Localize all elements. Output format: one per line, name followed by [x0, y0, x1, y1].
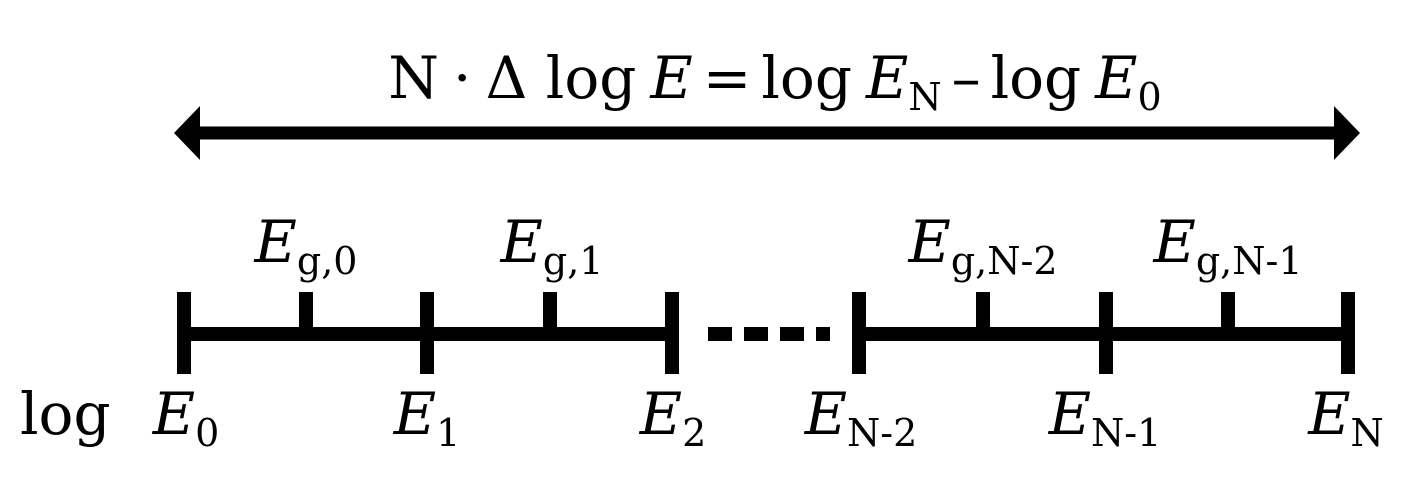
label-sub: g,0 — [297, 239, 358, 283]
eq-log-a: log — [761, 44, 852, 112]
group-center-label: Eg,N-1 — [1152, 208, 1302, 283]
label-base: E — [1307, 380, 1350, 448]
eq-sub-a: N — [908, 75, 941, 119]
arrow-head-right — [1334, 106, 1360, 160]
label-base: E — [907, 208, 950, 276]
eq-delta-log: Δ log — [485, 44, 636, 112]
eq-log-b: log — [991, 44, 1082, 112]
range-arrow — [174, 106, 1360, 160]
label-sub: N-1 — [1091, 411, 1161, 455]
eq-e-a: E — [865, 44, 908, 112]
label-sub: 1 — [436, 411, 460, 455]
label-base: E — [639, 380, 682, 448]
label-base: E — [804, 380, 847, 448]
label-sub: g,1 — [543, 239, 604, 283]
boundary-label: E1 — [393, 380, 461, 455]
boundary-label: EN-2 — [804, 380, 918, 455]
eq-equals: = — [703, 44, 752, 112]
eq-dot: · — [453, 44, 471, 112]
label-sub: N-2 — [847, 411, 917, 455]
boundary-label: E0 — [152, 380, 220, 455]
label-base: E — [254, 208, 297, 276]
label-base: E — [1152, 208, 1195, 276]
eq-sub-b: 0 — [1138, 75, 1162, 119]
group-center-ticks — [299, 292, 1235, 334]
group-center-label: Eg,0 — [254, 208, 358, 283]
eq-e: E — [649, 44, 692, 112]
label-sub: 0 — [195, 411, 219, 455]
boundary-labels: E0 E1 E2 EN-2 EN-1 EN — [152, 380, 1384, 455]
label-sub: g,N-1 — [1196, 239, 1303, 283]
eq-e-b: E — [1094, 44, 1137, 112]
group-center-labels: Eg,0 Eg,1 Eg,N-2 Eg,N-1 — [254, 208, 1303, 283]
label-base: E — [500, 208, 543, 276]
boundary-ticks — [177, 292, 1355, 374]
eq-minus: – — [952, 44, 981, 112]
label-base: E — [152, 380, 195, 448]
group-center-label: Eg,1 — [500, 208, 604, 283]
axis-prefix-log: log — [20, 380, 111, 448]
eq-n: N — [388, 44, 439, 112]
label-base: E — [1048, 380, 1091, 448]
label-sub: 2 — [682, 411, 706, 455]
arrow-head-left — [174, 106, 200, 160]
boundary-label: EN — [1307, 380, 1384, 455]
boundary-label: EN-1 — [1048, 380, 1162, 455]
group-center-label: Eg,N-2 — [907, 208, 1057, 283]
label-base: E — [393, 380, 436, 448]
boundary-label: E2 — [639, 380, 707, 455]
label-sub: g,N-2 — [951, 239, 1058, 283]
label-sub: N — [1351, 411, 1384, 455]
